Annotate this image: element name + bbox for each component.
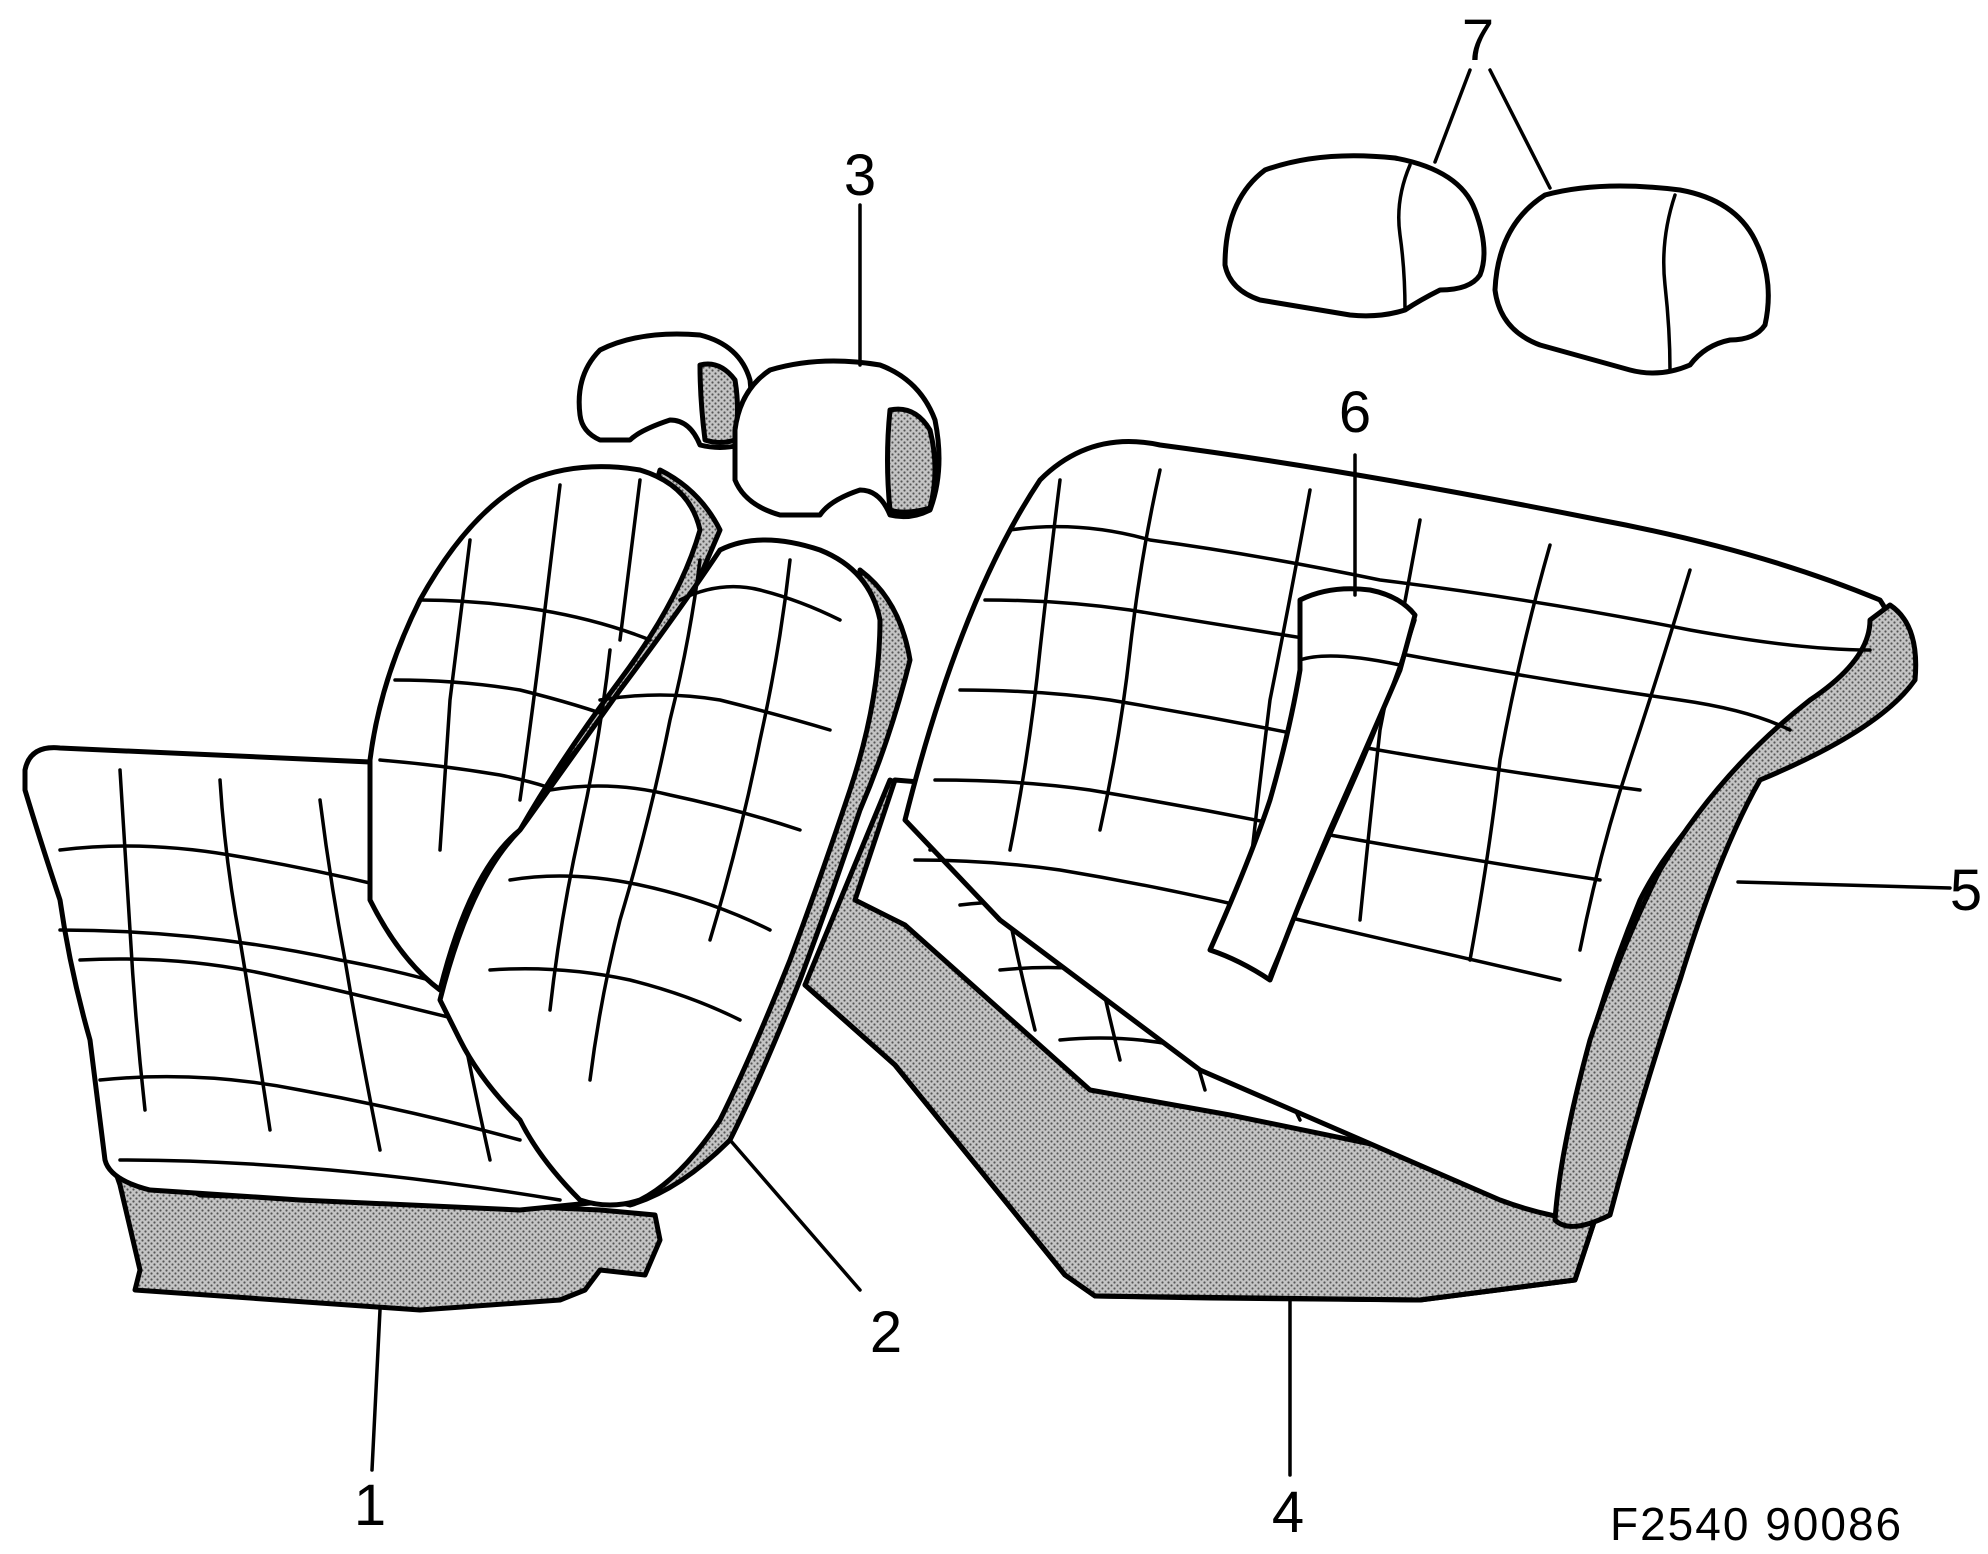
leader-line-7a: [1433, 68, 1472, 164]
leader-line-2: [728, 1138, 862, 1292]
leader-line-1: [370, 1308, 382, 1472]
callout-2: 2: [870, 1300, 902, 1365]
callout-4: 4: [1272, 1480, 1304, 1545]
front-headrest-right: [732, 358, 942, 520]
rear-headrest-left: [1222, 153, 1487, 319]
callout-5: 5: [1950, 858, 1982, 923]
rear-headrest-right: [1492, 183, 1771, 376]
callout-labels: 1 2 3 4 5 6 7: [354, 8, 1982, 1545]
front-seat-backrest-front: [437, 537, 913, 1208]
figure-code: F2540 90086: [1610, 1498, 1903, 1550]
rear-center-armrest: [1207, 586, 1418, 983]
leader-line-5: [1736, 880, 1952, 890]
callout-7: 7: [1462, 8, 1494, 73]
rear-seat-backrest: [902, 439, 1919, 1229]
callout-6: 6: [1339, 380, 1371, 445]
leader-lines: [370, 68, 1952, 1477]
front-headrest-left: [576, 331, 754, 450]
leader-line-7b: [1488, 68, 1552, 190]
callout-1: 1: [354, 1473, 386, 1538]
front-seat-backrest-rear: [367, 464, 723, 993]
callout-3: 3: [844, 143, 876, 208]
